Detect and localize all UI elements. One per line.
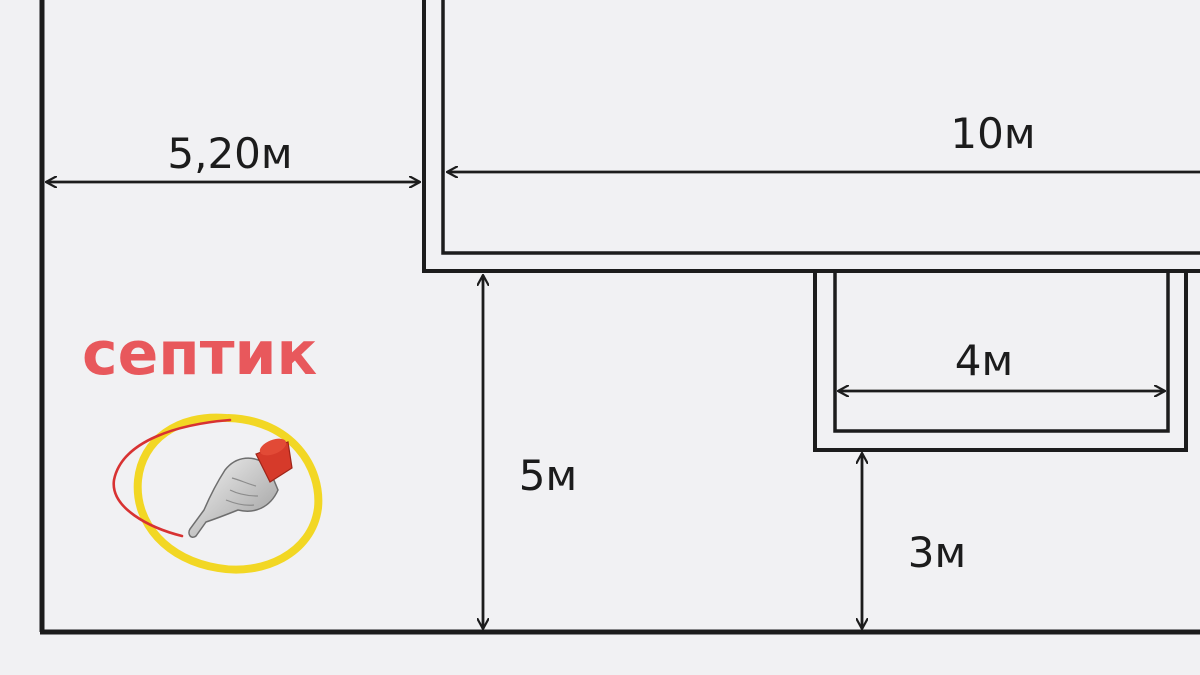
dim-label-house-width: 10м [950,109,1035,158]
pointing-hand-icon [188,438,293,539]
highlight-ring [133,413,323,574]
dim-label-setback-left: 5,20м [167,129,292,178]
septic-label: септик [82,319,317,389]
dim-label-setback-annex: 3м [908,528,966,577]
plot-boundary [39,0,1200,635]
septic-location-marker [112,413,323,574]
sketch-stroke [112,418,232,538]
annex-outline [813,273,1188,452]
dim-label-setback-house: 5м [519,451,577,500]
dimension-lines [46,172,1200,629]
house-outline [422,0,1200,273]
dim-label-annex-width: 4м [955,336,1013,385]
